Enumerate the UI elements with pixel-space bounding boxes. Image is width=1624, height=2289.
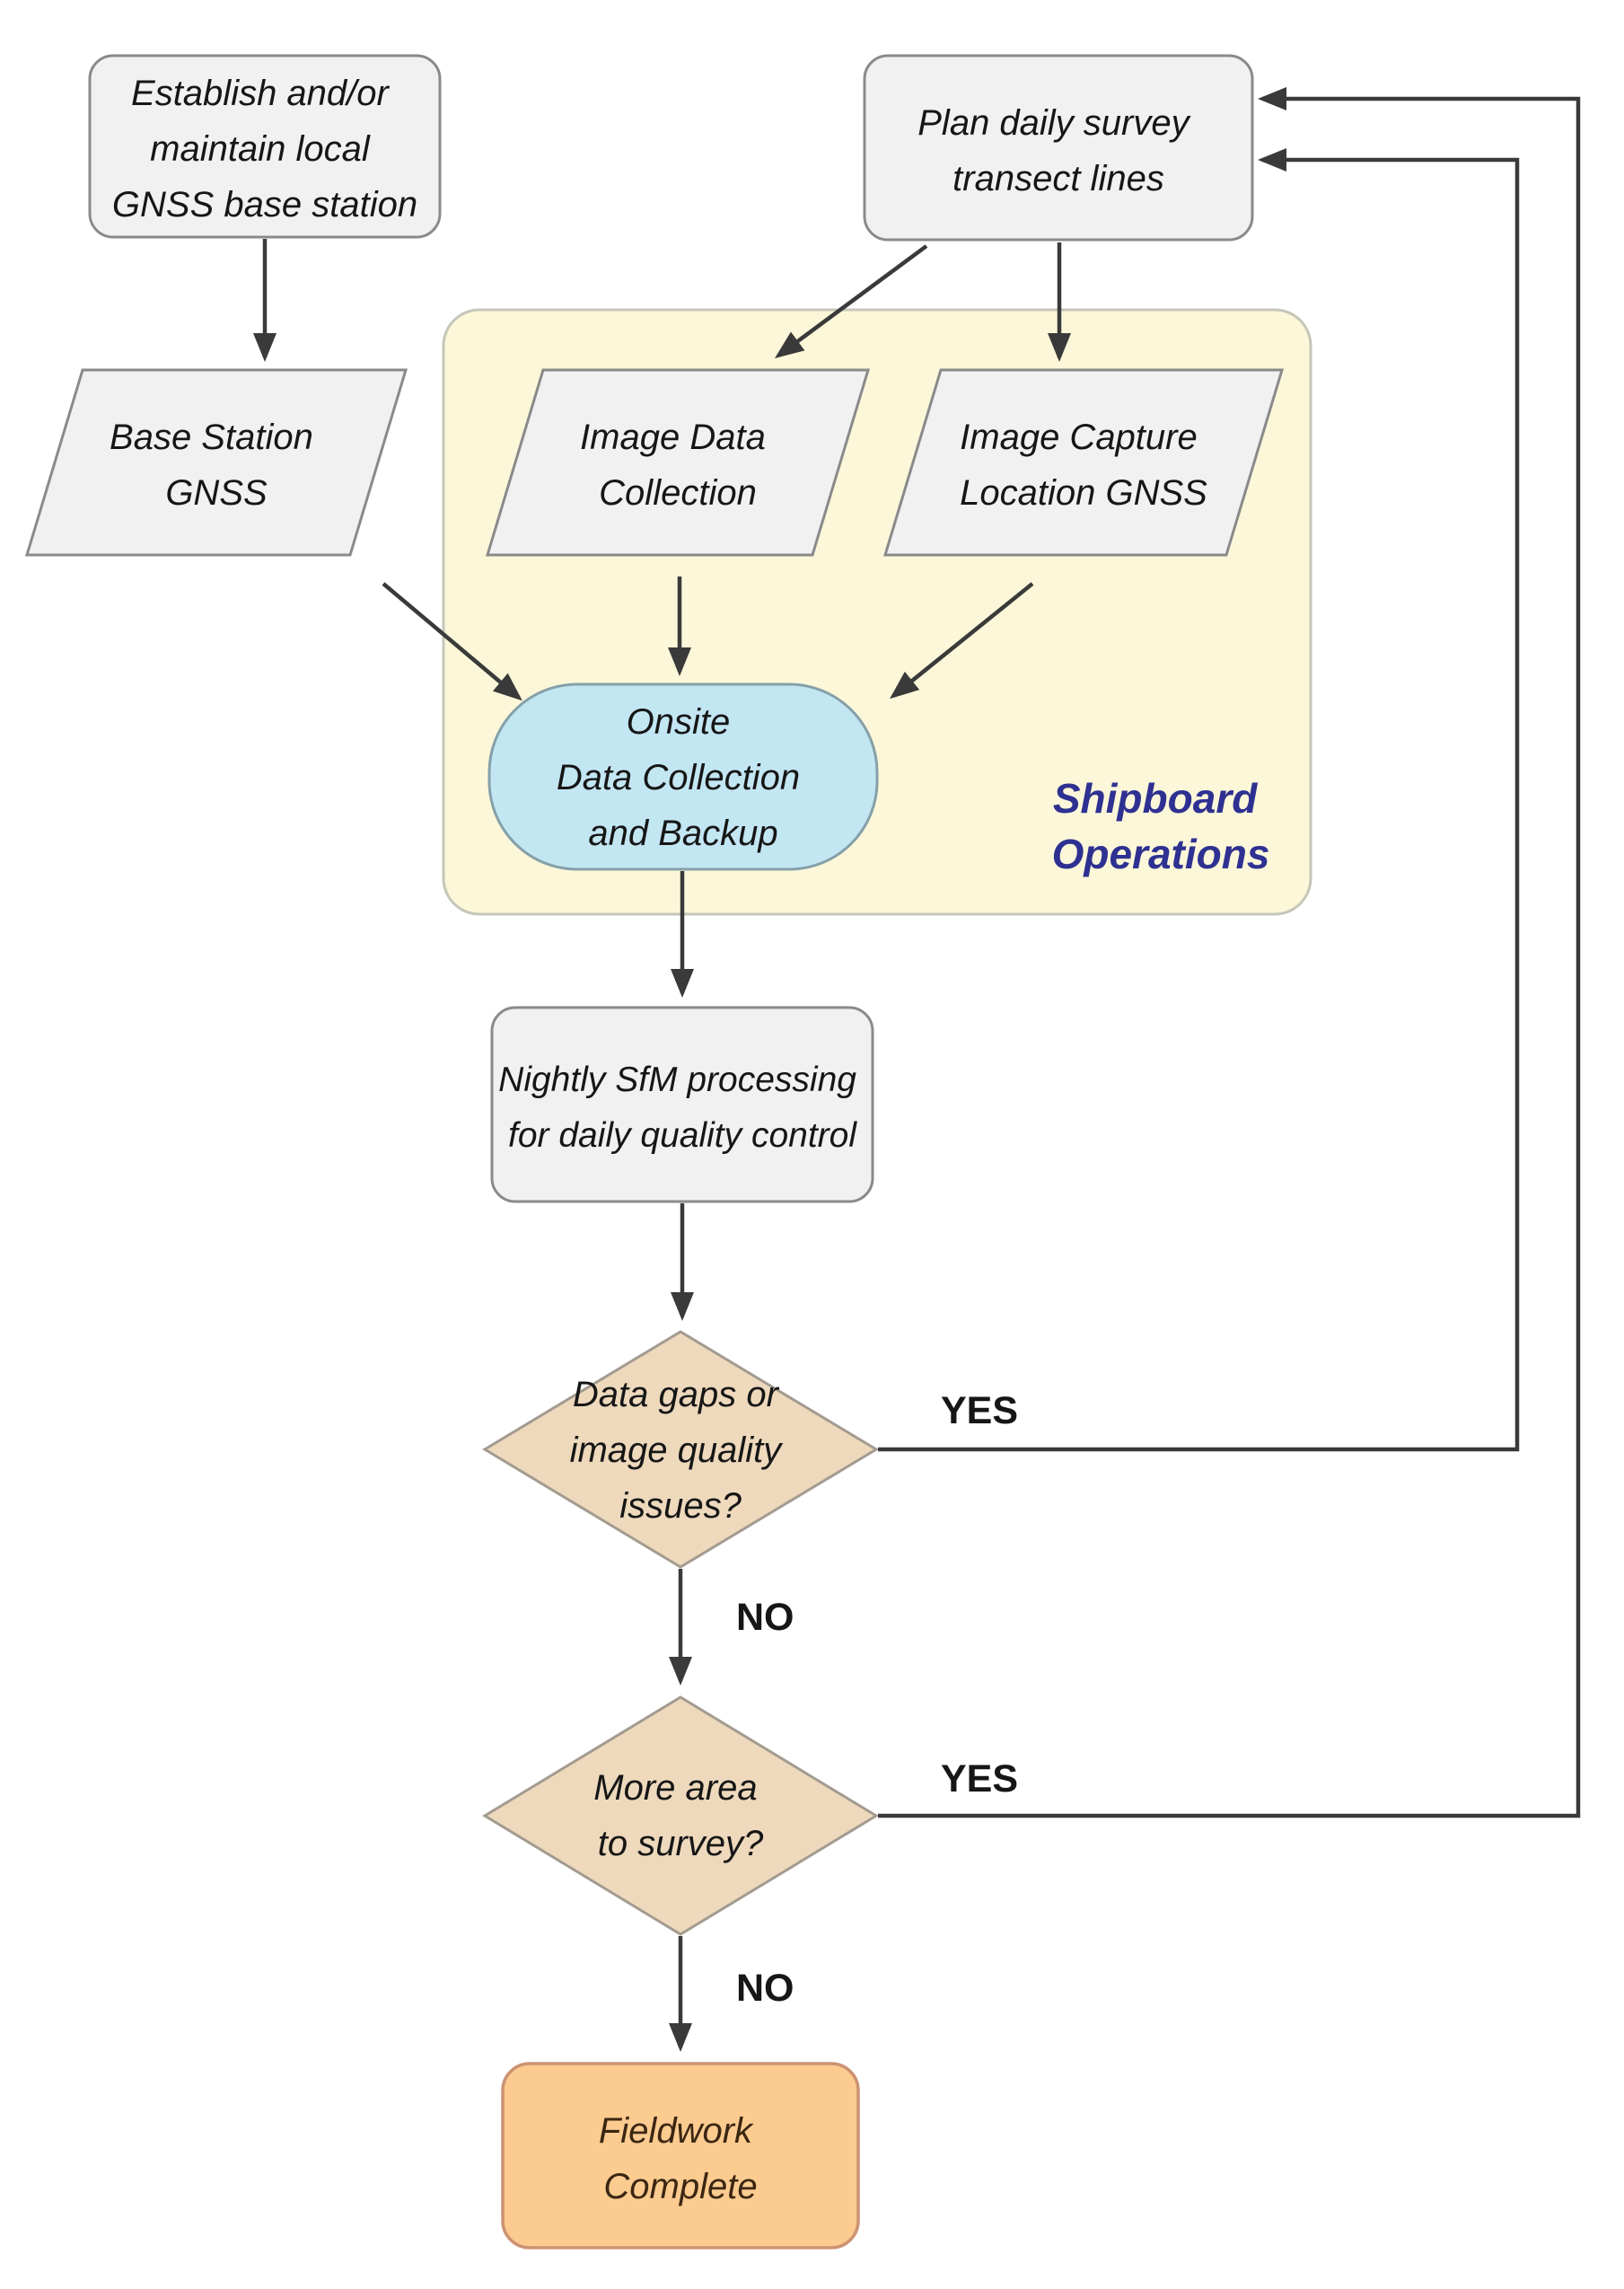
node-text-line: maintain local bbox=[150, 129, 371, 169]
node-text-line: Base Station bbox=[110, 418, 313, 457]
node-onsite-data-collection-text: Onsite Data Collection and Backup bbox=[557, 702, 810, 853]
node-text-line: to survey? bbox=[598, 1824, 764, 1863]
node-text-line: Image Capture bbox=[960, 418, 1198, 457]
node-text-line: Onsite bbox=[627, 702, 731, 742]
node-text-line: issues? bbox=[619, 1486, 742, 1526]
node-fieldwork-complete-text: Fieldwork Complete bbox=[599, 2111, 762, 2206]
shipboard-operations-label-line: Operations bbox=[1052, 831, 1270, 877]
node-image-data-collection-text: Image Data Collection bbox=[580, 418, 776, 513]
node-text-line: Complete bbox=[603, 2167, 757, 2206]
shipboard-operations-label: Shipboard Operations bbox=[1052, 775, 1270, 877]
node-decision-more-area-text: More area to survey? bbox=[593, 1768, 767, 1863]
node-plan-daily-survey-text: Plan daily survey transect lines bbox=[917, 103, 1199, 198]
node-decision-more-area bbox=[482, 1695, 879, 1936]
node-base-station-gnss bbox=[24, 368, 408, 557]
node-image-data-collection bbox=[485, 368, 871, 557]
node-text-line: Image Data bbox=[580, 418, 766, 457]
node-text-line: More area bbox=[593, 1768, 757, 1808]
node-text-line: GNSS bbox=[165, 473, 268, 513]
node-nightly-sfm-processing bbox=[490, 1006, 874, 1203]
node-image-capture-location-gnss bbox=[882, 368, 1285, 557]
node-text-line: Data gaps or bbox=[573, 1375, 780, 1414]
node-base-station-gnss-text: Base Station GNSS bbox=[110, 418, 323, 513]
node-nightly-sfm-processing-text: Nightly SfM processing for daily quality… bbox=[498, 1061, 866, 1155]
node-text-line: image quality bbox=[570, 1431, 785, 1470]
arrow-image-capture-to-onsite bbox=[890, 582, 1034, 700]
node-text-line: GNSS base station bbox=[112, 185, 417, 224]
node-text-line: Collection bbox=[599, 473, 757, 513]
node-text-line: transect lines bbox=[952, 159, 1164, 198]
label-yes-data-gaps: YES bbox=[941, 1389, 1018, 1432]
arrow-plan-to-image-data bbox=[774, 244, 928, 358]
node-fieldwork-complete bbox=[501, 2062, 860, 2249]
node-text-line: Location GNSS bbox=[960, 473, 1207, 513]
node-establish-base-station bbox=[88, 54, 442, 239]
arrow-more-area-yes-loop-to-plan bbox=[878, 87, 1581, 1818]
node-text-line: Fieldwork bbox=[599, 2111, 754, 2151]
node-text-line: for daily quality control bbox=[508, 1116, 857, 1155]
label-no-more-area: NO bbox=[736, 1967, 794, 2010]
node-text-line: Establish and/or bbox=[131, 74, 391, 113]
shipboard-operations-label-line: Shipboard bbox=[1053, 775, 1258, 822]
arrow-base-station-to-onsite bbox=[382, 582, 522, 701]
arrow-data-gaps-yes-loop-to-plan bbox=[878, 148, 1520, 1452]
node-text-line: Data Collection bbox=[557, 758, 800, 797]
node-decision-data-gaps bbox=[482, 1330, 879, 1569]
node-onsite-data-collection bbox=[487, 682, 879, 871]
node-text-line: Nightly SfM processing bbox=[498, 1061, 856, 1099]
node-text-line: Plan daily survey bbox=[917, 103, 1191, 143]
label-yes-more-area: YES bbox=[941, 1757, 1018, 1800]
node-image-capture-location-gnss-text: Image Capture Location GNSS bbox=[960, 418, 1207, 513]
node-plan-daily-survey bbox=[863, 54, 1254, 242]
label-no-data-gaps: NO bbox=[736, 1596, 794, 1639]
node-decision-data-gaps-text: Data gaps or image quality issues? bbox=[570, 1375, 792, 1526]
node-establish-base-station-text: Establish and/or maintain local GNSS bas… bbox=[112, 74, 417, 224]
node-text-line: and Backup bbox=[588, 814, 777, 853]
